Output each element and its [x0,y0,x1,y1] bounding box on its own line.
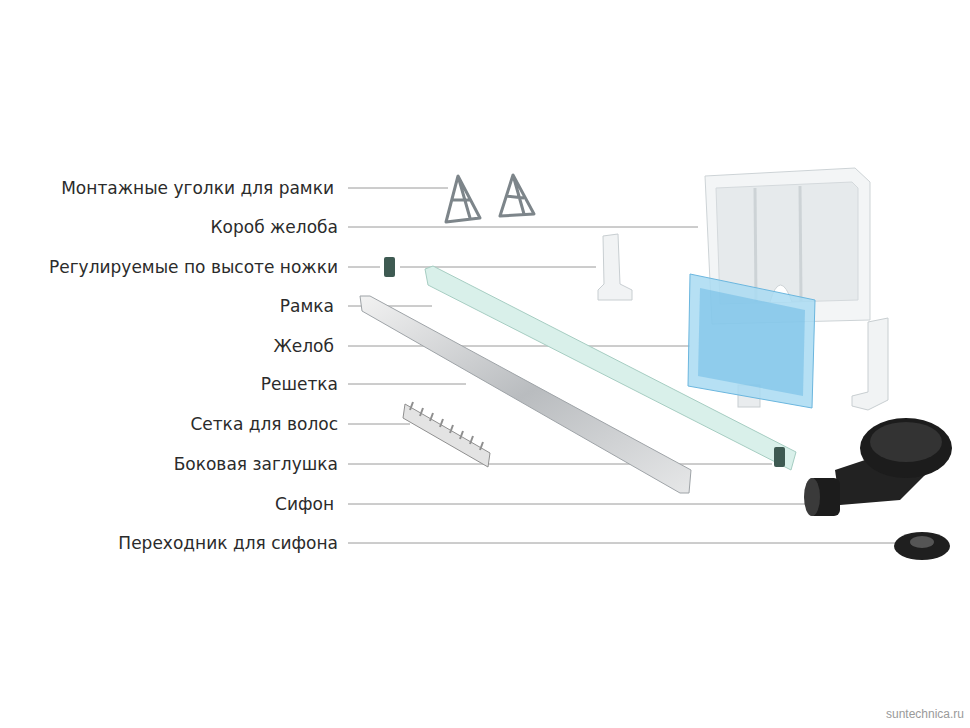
siphon [804,418,952,516]
channel [688,274,815,408]
part-name: Монтажные уголки для рамки [61,178,334,198]
part-name: Переходник для сифона [118,533,338,553]
part-name: Короб желоба [211,217,339,237]
siphon-adapter [894,532,950,560]
side-cap [774,447,785,467]
part-name: Боковая заглушка [174,454,338,474]
leader-line [348,384,466,385]
part-name: Регулируемые по высоте ножки [49,257,338,277]
leader-line [348,424,410,425]
grate [360,296,691,493]
brackets [446,175,534,222]
leader-line [348,543,896,544]
hair-mesh [403,402,490,467]
bracket [446,176,480,222]
part-name: Решетка [261,374,338,394]
part-name: Сетка для волос [190,414,338,434]
part-name: Рамка [280,296,334,316]
leader-line [348,504,808,505]
bracket [500,175,534,216]
leader-line [348,267,380,268]
leader-line [348,227,698,228]
part-name: Сифон [275,494,334,514]
leader-line [348,188,448,189]
side-cap [384,257,395,277]
watermark: suntechnica.ru [886,704,964,724]
leader-line [348,464,772,465]
leader-line [348,346,690,347]
part-name: Желоб [273,336,334,356]
